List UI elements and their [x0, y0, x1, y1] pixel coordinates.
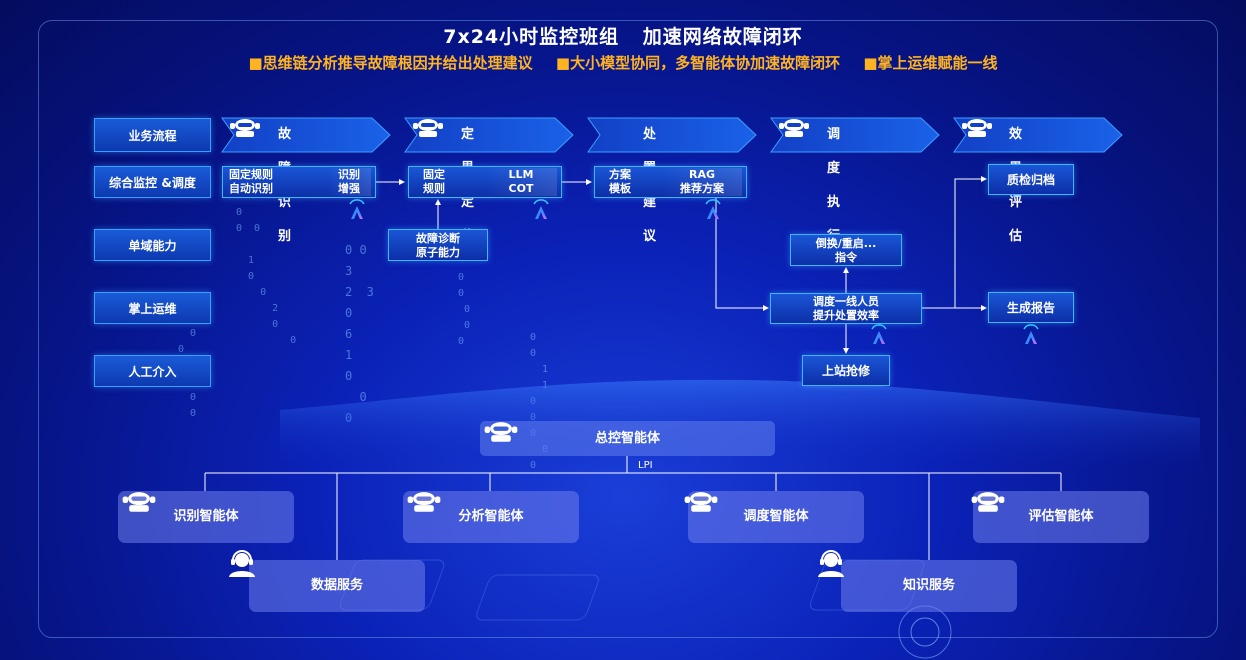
box-suggest-right: RAG 推荐方案	[662, 168, 742, 196]
robot-icon	[779, 119, 809, 137]
row-label-business-flow: 业务流程	[94, 118, 211, 152]
box-suggest: 方案 模板 RAG 推荐方案	[594, 166, 747, 198]
row-label-single-domain: 单域能力	[94, 229, 211, 261]
box-identify-right: 识别 增强	[327, 168, 371, 196]
service-label: 数据服务	[310, 578, 363, 593]
digit-stream-decor: 0 0 0 0 0	[458, 272, 471, 347]
link-label: LPI	[638, 460, 653, 471]
robot-icon	[122, 492, 156, 512]
box-onsite: 上站抢修	[802, 355, 890, 386]
box-qc-archive: 质检归档	[988, 164, 1074, 195]
master-agent-box: 总控智能体	[480, 421, 775, 456]
ai-logo-icon	[533, 199, 549, 219]
box-locate-left: 固定 规则	[423, 168, 445, 195]
agent-label: 识别智能体	[173, 509, 239, 524]
box-switch-cmd: 倒换/重启... 指令	[790, 234, 902, 266]
title-part1: 7x24小时监控班组	[443, 26, 620, 48]
subtitle-item: ■思维链分析推导故障根因并给出处理建议	[248, 54, 533, 72]
page-title: 7x24小时监控班组 加速网络故障闭环	[0, 22, 1246, 49]
box-diag-atom: 故障诊断 原子能力	[388, 229, 488, 261]
ai-logo-icon	[705, 199, 721, 219]
box-identify-left: 固定规则 自动识别	[229, 168, 273, 195]
box-report: 生成报告	[988, 292, 1074, 323]
title-part2: 加速网络故障闭环	[642, 26, 803, 48]
headset-user-icon	[818, 550, 844, 577]
box-dispatch: 调度一线人员 提升处置效率	[770, 293, 922, 324]
ai-logo-icon	[349, 199, 365, 219]
box-locate: 固定 规则 LLM COT	[408, 166, 562, 198]
service-label: 知识服务	[902, 578, 955, 593]
row-label-manual: 人工介入	[94, 355, 211, 387]
robot-icon	[230, 119, 260, 137]
headset-user-icon	[229, 550, 255, 577]
subtitle-item: ■掌上运维赋能一线	[863, 54, 998, 72]
robot-icon	[413, 119, 443, 137]
row-label-monitoring: 综合监控 &调度	[94, 166, 211, 198]
robot-icon	[684, 492, 718, 512]
master-agent-label: 总控智能体	[594, 431, 660, 446]
robot-icon	[962, 119, 992, 137]
digit-stream-decor: 0 0 0 1 0 0 2 0 0	[236, 207, 297, 346]
robot-icon	[484, 422, 518, 442]
knowledge-service: 知识服务	[841, 560, 1017, 612]
box-suggest-left: 方案 模板	[609, 168, 631, 195]
connector-lines	[399, 176, 987, 354]
robot-icon	[971, 492, 1005, 512]
agent-identify: 识别智能体	[118, 491, 294, 543]
agent-label: 评估智能体	[1028, 509, 1094, 524]
row-label-mobile-ops: 掌上运维	[94, 292, 211, 324]
box-locate-right: LLM COT	[485, 168, 557, 196]
agent-label: 分析智能体	[458, 509, 524, 524]
agent-label: 调度智能体	[743, 509, 809, 524]
ai-logo-icon	[1023, 324, 1039, 344]
flow-chevrons	[221, 117, 1123, 153]
page-subtitle: ■思维链分析推导故障根因并给出处理建议 ■大小模型协同，多智能体协加速故障闭环 …	[0, 52, 1246, 73]
data-service: 数据服务	[249, 560, 425, 612]
subtitle-item: ■大小模型协同，多智能体协加速故障闭环	[555, 54, 841, 72]
ai-logo-icon	[871, 324, 887, 344]
box-identify: 固定规则 自动识别 识别 增强	[222, 166, 376, 198]
robot-icon	[407, 492, 441, 512]
outer-frame	[38, 20, 1218, 638]
